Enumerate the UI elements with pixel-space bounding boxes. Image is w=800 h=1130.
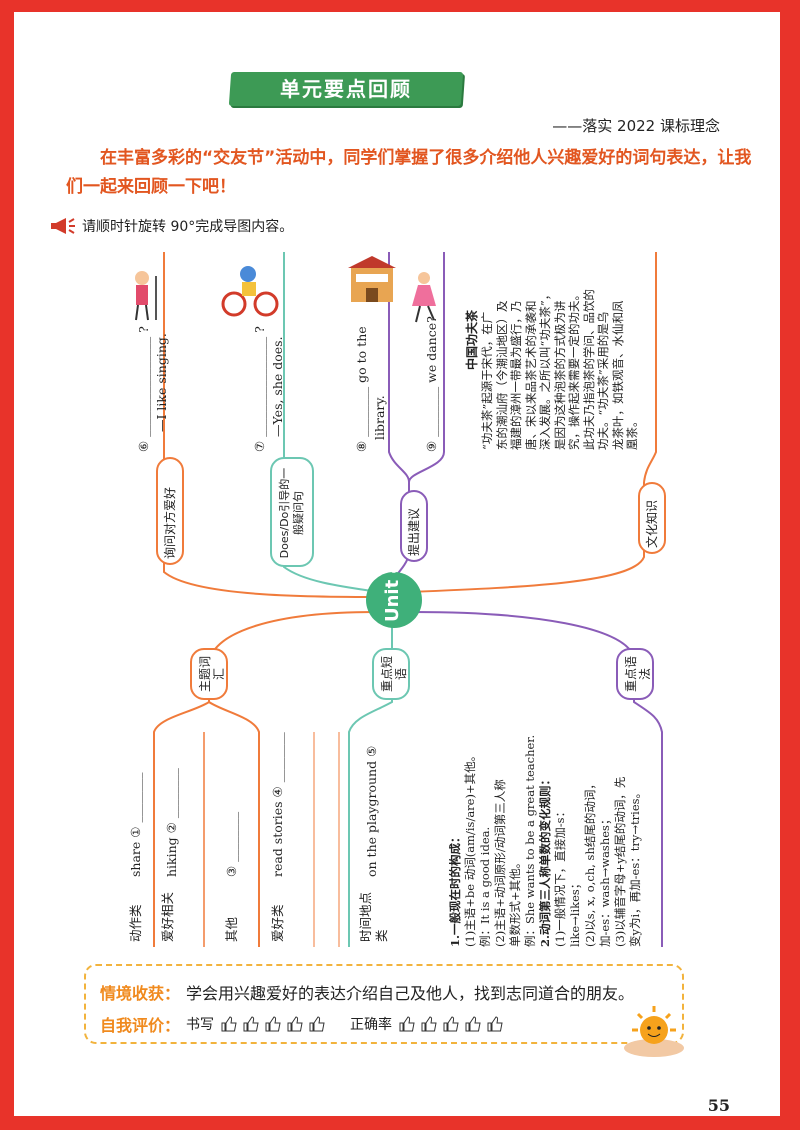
branch-label: Does/Do引导的一般疑问句 bbox=[278, 467, 305, 559]
culture-line: 唐、宋以来品茶艺术的承袭和 bbox=[523, 300, 538, 451]
cyclist-icon bbox=[221, 266, 279, 317]
vocab-cat-4: 爱好类 bbox=[270, 904, 285, 942]
grammar-line: (2)主语+动词原形/动词第三人称 bbox=[493, 779, 507, 947]
motto: ——落实 2022 课标理念 bbox=[552, 117, 720, 135]
thumb-up-icon[interactable] bbox=[420, 1015, 438, 1033]
branch-key-grammar: 重点语法 bbox=[616, 648, 654, 700]
branch-label: 重点短语 bbox=[380, 656, 408, 693]
vocab-cat-2: 爱好相关 bbox=[160, 891, 175, 942]
culture-line: 深入发展。之所以叫“功夫茶”， bbox=[538, 288, 552, 450]
singing-girl-icon bbox=[135, 271, 157, 321]
branch-culture: 文化知识 bbox=[638, 482, 666, 554]
blank-7[interactable]: ⑦ ________________ ? bbox=[252, 326, 267, 452]
culture-line: 是因为这种泡茶的方式极为讲 bbox=[552, 300, 567, 451]
thumb-up-icon[interactable] bbox=[264, 1015, 282, 1033]
blank-9[interactable]: ⑨ ________ we dance? bbox=[424, 316, 439, 452]
thumb-up-icon[interactable] bbox=[308, 1015, 326, 1033]
grammar-line: 1.一般现在时的构成： bbox=[448, 831, 462, 947]
vocab-item-3[interactable]: ③ ________ bbox=[224, 811, 239, 877]
writing-label: 书写 bbox=[186, 1017, 215, 1033]
branch-label: 提出建议 bbox=[407, 507, 421, 556]
vocab-cat-3: 其他 bbox=[224, 916, 239, 942]
center-node bbox=[366, 572, 422, 628]
megaphone-icon bbox=[51, 218, 75, 234]
phrase-cat: 时间地点类 bbox=[358, 891, 389, 942]
thumb-up-icon[interactable] bbox=[220, 1015, 238, 1033]
gain-text: 学会用兴趣爱好的表达介绍自己及他人，找到志同道合的朋友。 bbox=[186, 984, 635, 1003]
instruction: 请顺时针旋转 90°完成导图内容。 bbox=[50, 216, 293, 236]
culture-line: 究，操作起来需要一定的功夫。 bbox=[567, 289, 581, 450]
grammar-line: 加-es：wash→washes； bbox=[598, 813, 612, 947]
vocab-item-1[interactable]: share ① ________ bbox=[128, 772, 143, 877]
dancing-girl-icon bbox=[412, 272, 436, 323]
thumb-up-icon[interactable] bbox=[442, 1015, 460, 1033]
sun-icon bbox=[624, 1006, 684, 1057]
summary-box: 情境收获： 学会用兴趣爱好的表达介绍自己及他人，找到志同道合的朋友。 自我评价：… bbox=[84, 964, 684, 1044]
gain-row: 情境收获： 学会用兴趣爱好的表达介绍自己及他人，找到志同道合的朋友。 bbox=[100, 980, 634, 1004]
grammar-line: (2)以s, x, o,ch, sh结尾的动词， bbox=[583, 778, 597, 947]
mind-map-lines bbox=[153, 252, 663, 947]
answer-7: —Yes, she does. bbox=[270, 336, 285, 437]
vocab-item-2[interactable]: hiking ② ________ bbox=[164, 768, 179, 877]
grammar-line: 例：It is a good idea. bbox=[478, 826, 492, 947]
culture-line: 此功夫乃指泡茶的学问、品饮的 bbox=[581, 289, 596, 450]
accuracy-rating[interactable] bbox=[398, 1015, 504, 1033]
branch-label: 主题词汇 bbox=[198, 656, 226, 693]
branch-label: 询问对方爱好 bbox=[163, 486, 177, 559]
grammar-line: (3)以辅音字母+y结尾的动词，先 bbox=[613, 776, 627, 947]
thumb-up-icon[interactable] bbox=[486, 1015, 504, 1033]
branch-ask-hobby: 询问对方爱好 bbox=[156, 457, 184, 565]
instruction-text: 请顺时针旋转 90°完成导图内容。 bbox=[82, 219, 294, 235]
culture-line: 龙茶叶，如铁观音、水仙和凤 bbox=[610, 300, 625, 451]
grammar-line: (1)主语+be 动词(am/is/are)+其他。 bbox=[463, 749, 477, 947]
thumb-up-icon[interactable] bbox=[286, 1015, 304, 1033]
answer-6: —I like singing. bbox=[154, 333, 169, 432]
culture-block: 中国功夫茶 “功夫茶”起源于宋代，在广东的潮汕府（今潮汕地区）及福建的漳州一带最… bbox=[462, 250, 662, 460]
page-number: 55 bbox=[707, 1096, 730, 1115]
grammar-line: 单数形式+其他。 bbox=[508, 856, 522, 947]
intro-text: 在丰富多彩的“交友节”活动中，同学们掌握了很多介绍他人兴趣爱好的词句表达，让我们… bbox=[66, 148, 752, 197]
self-eval-row: 自我评价： 书写 正确率 bbox=[100, 1012, 504, 1036]
thumb-up-icon[interactable] bbox=[398, 1015, 416, 1033]
culture-line: “功夫茶”起源于宋代，在广 bbox=[480, 311, 494, 450]
branch-label: 文化知识 bbox=[645, 499, 659, 548]
gain-label: 情境收获： bbox=[100, 984, 181, 1003]
blank-8[interactable]: ⑧ ________ go to the bbox=[354, 326, 369, 452]
workbook-page: 单元要点回顾 ——落实 2022 课标理念 在丰富多彩的“交友节”活动中，同学们… bbox=[14, 12, 780, 1116]
branch-yesno-question: Does/Do引导的一般疑问句 bbox=[270, 457, 314, 567]
grammar-line: (1)一般情况下，直接加-s： bbox=[553, 805, 567, 947]
center-label: Unit 4 bbox=[382, 561, 403, 622]
self-eval-label: 自我评价： bbox=[100, 1016, 181, 1035]
branch-key-phrases: 重点短语 bbox=[372, 648, 410, 700]
vocab-cat-1: 动作类 bbox=[128, 904, 143, 942]
culture-line: 福建的漳州一带最为盛行，乃 bbox=[509, 300, 523, 451]
branch-label: 重点语法 bbox=[624, 656, 652, 693]
branch-suggestion: 提出建议 bbox=[400, 490, 428, 562]
writing-rating[interactable] bbox=[220, 1015, 326, 1033]
thumb-up-icon[interactable] bbox=[464, 1015, 482, 1033]
branch-theme-vocab: 主题词汇 bbox=[190, 648, 228, 700]
grammar-line: 2.动词第三人称单数的变化规则： bbox=[538, 773, 552, 947]
accuracy-label: 正确率 bbox=[350, 1017, 393, 1033]
thumb-up-icon[interactable] bbox=[242, 1015, 260, 1033]
culture-line: 凰茶。 bbox=[625, 415, 639, 451]
blank-6[interactable]: ⑥ ________________ ? bbox=[136, 326, 151, 452]
culture-title: 中国功夫茶 bbox=[465, 309, 479, 370]
grammar-line: 例：She wants to be a great teacher. bbox=[523, 734, 537, 947]
library-icon bbox=[348, 256, 396, 302]
culture-line: 东的潮汕府（今潮汕地区）及 bbox=[494, 300, 509, 451]
grammar-line: 变y为i，再加-es：try→tries。 bbox=[628, 786, 642, 947]
vocab-item-4[interactable]: read stories ④ ________ bbox=[270, 732, 285, 877]
phrase-item[interactable]: on the playground ⑤ bbox=[364, 745, 379, 877]
blank-8-cont: library. bbox=[372, 395, 387, 440]
culture-line: 功夫。“功夫茶”采用的是乌 bbox=[596, 311, 610, 450]
grammar-line: like→likes； bbox=[568, 877, 582, 947]
